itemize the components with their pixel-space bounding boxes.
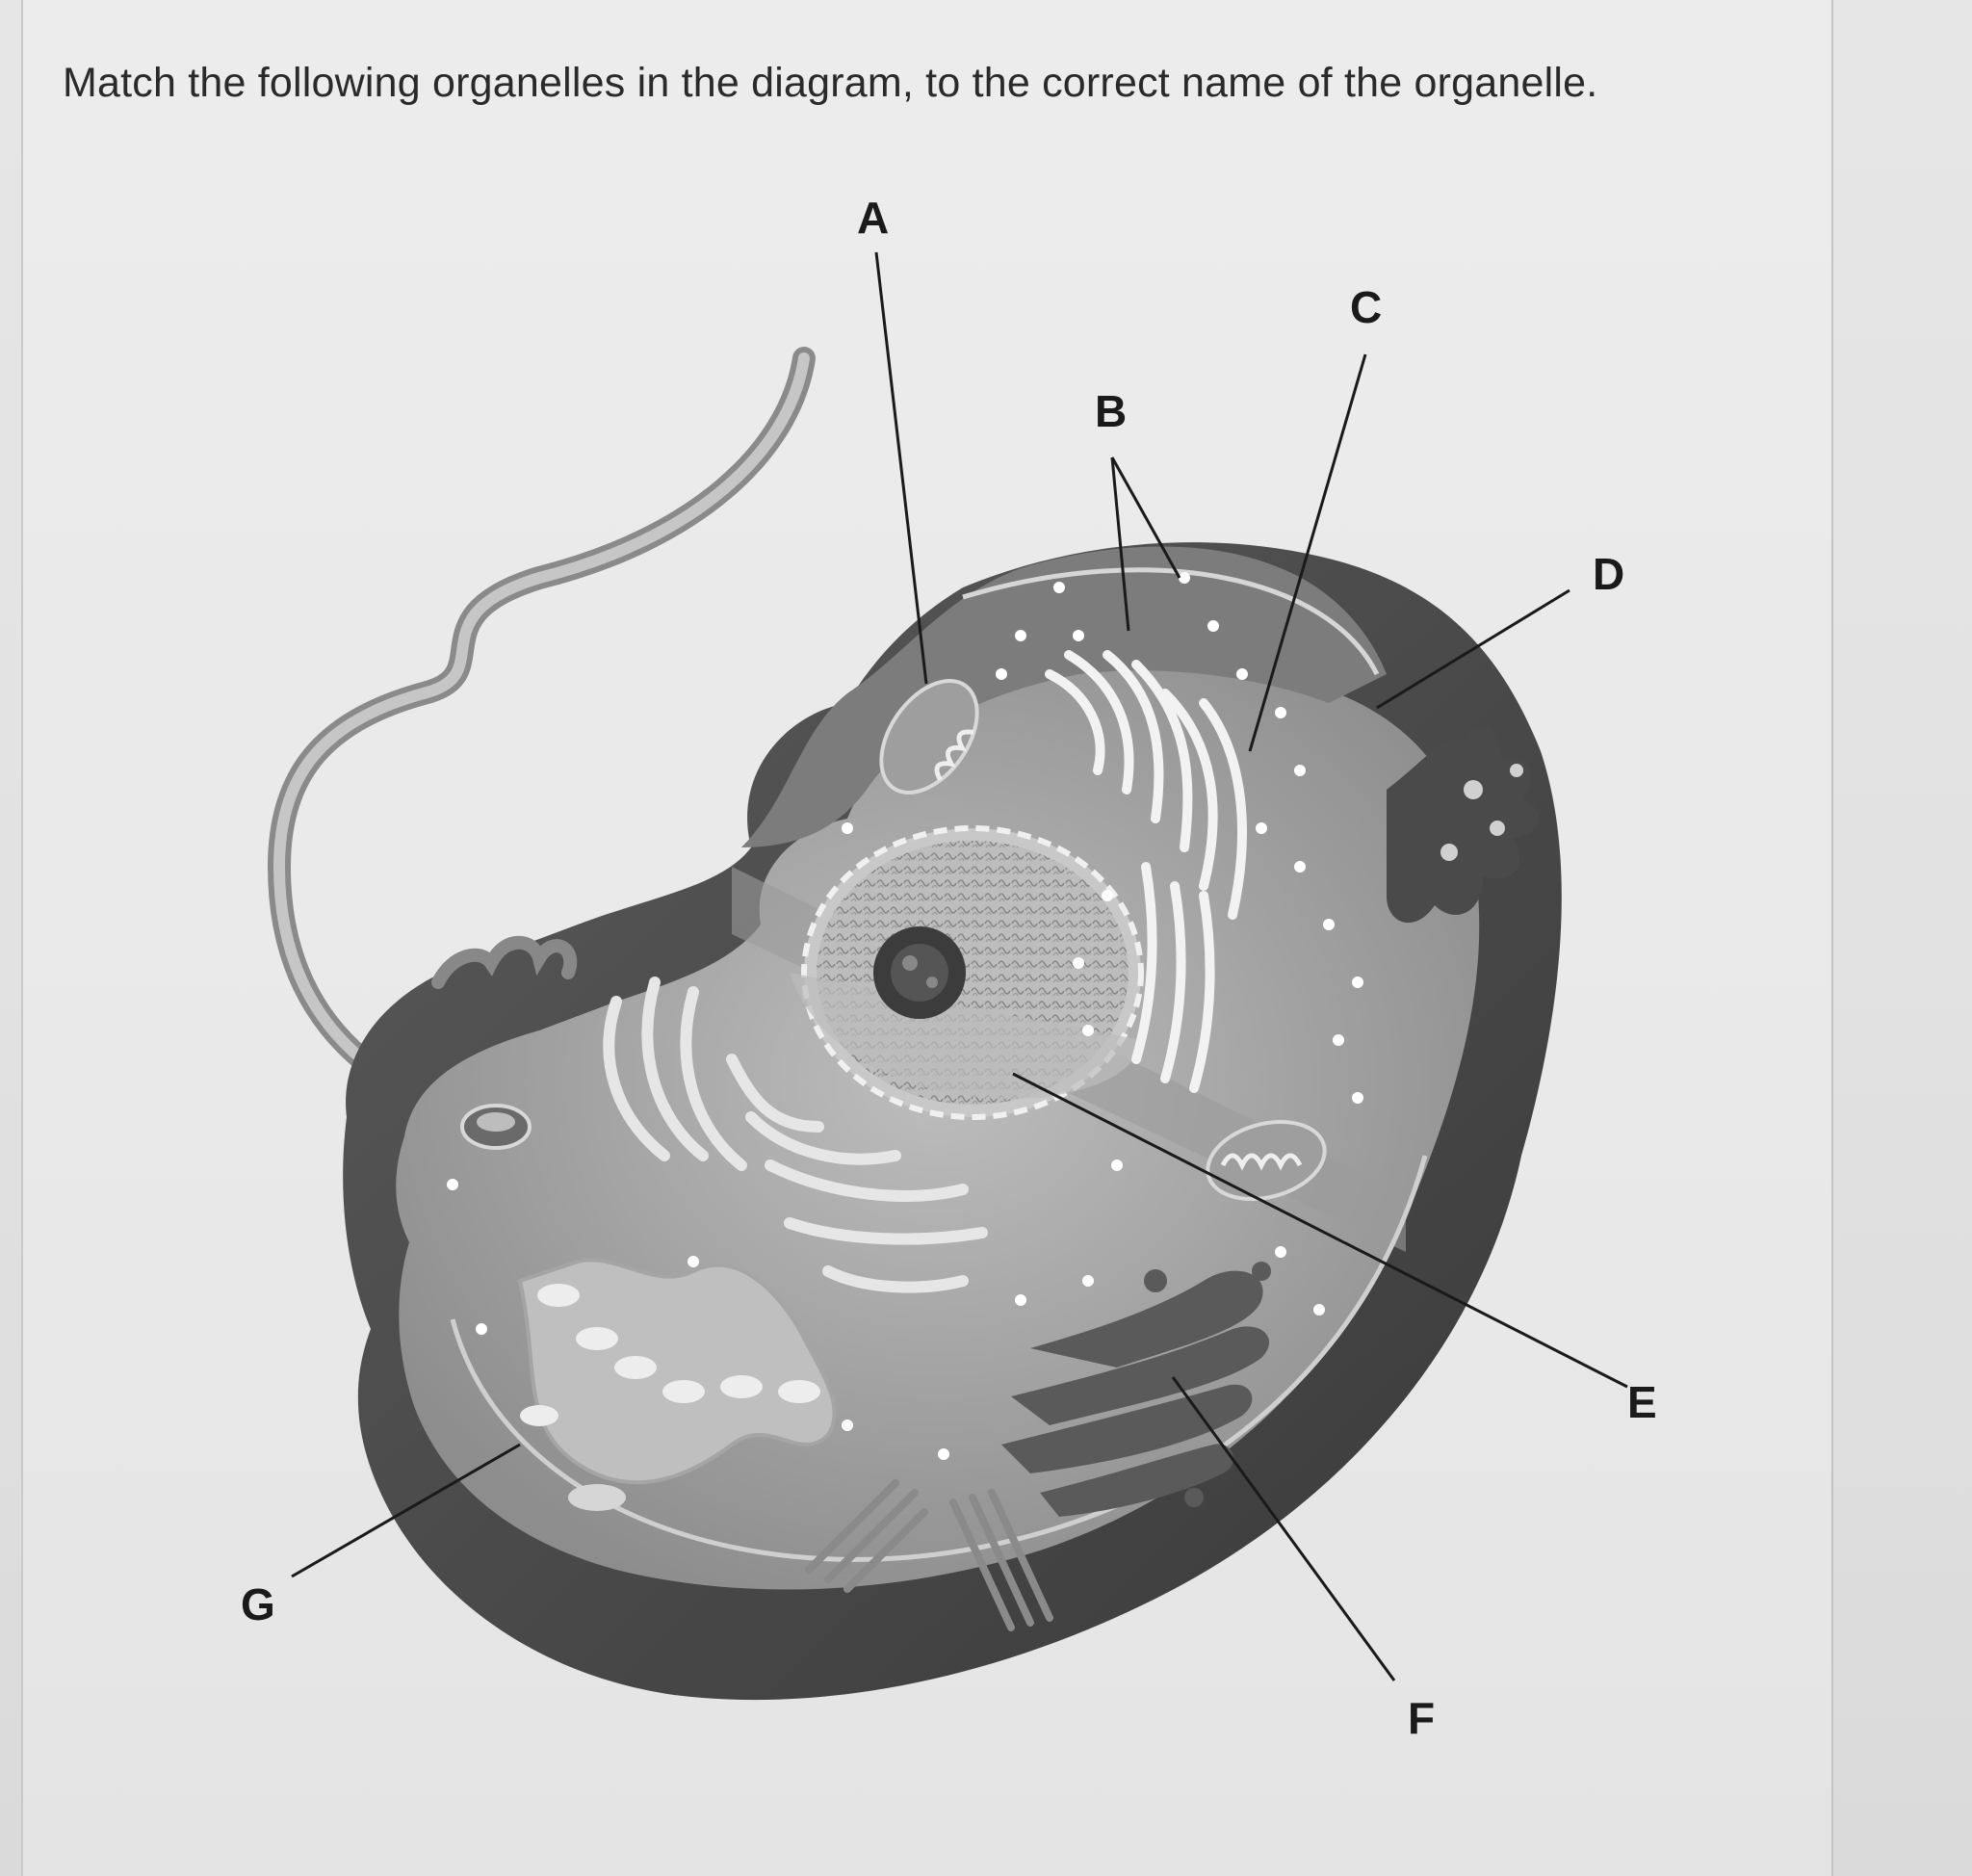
mitochondrion-right: [1206, 1119, 1327, 1202]
leader-lines: [291, 251, 1628, 1681]
leader-line-b1: [1110, 456, 1130, 632]
label-d: D: [1593, 549, 1624, 599]
golgi-apparatus: [1001, 1262, 1271, 1517]
leader-line-e: [1012, 1072, 1628, 1389]
basal-body: [460, 1104, 532, 1150]
flagellum: [267, 347, 816, 1100]
rough-er: [1045, 650, 1247, 1093]
nucleus: [790, 825, 1144, 1120]
label-g: G: [241, 1579, 275, 1629]
label-b: B: [1095, 386, 1127, 436]
ribosome-dots: [447, 572, 1363, 1460]
smooth-er: [517, 1258, 837, 1511]
label-e: E: [1627, 1377, 1657, 1427]
label-a: A: [857, 193, 889, 243]
centrioles: [805, 1479, 1053, 1631]
leader-line-g: [291, 1443, 521, 1578]
leader-line-c: [1248, 353, 1367, 752]
er-stacks-left: [603, 977, 988, 1293]
leader-line-f: [1171, 1376, 1396, 1681]
label-f: F: [1408, 1693, 1435, 1743]
label-c: C: [1350, 282, 1382, 332]
membrane-protrusions: [431, 727, 1540, 989]
leader-line-d: [1376, 588, 1570, 710]
question-text: Match the following organelles in the di…: [63, 60, 1598, 106]
mitochondrion-top: [879, 679, 979, 795]
leader-line-b2: [1110, 456, 1181, 579]
leader-line-a: [874, 251, 928, 685]
